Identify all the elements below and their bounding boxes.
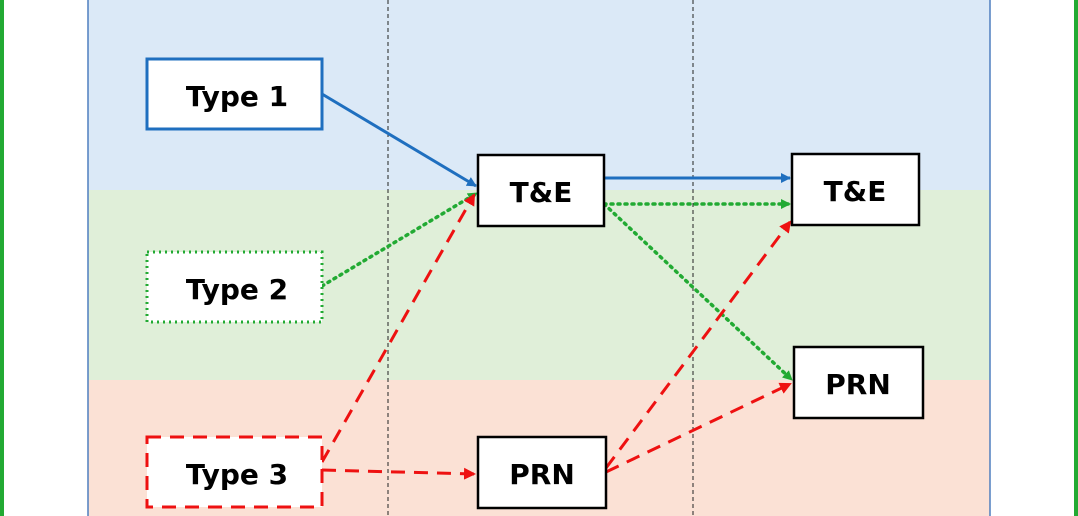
arrow-type1-to-te	[321, 92, 477, 188]
node-te-mid-label: T&E	[510, 176, 573, 209]
node-prn-right: PRN	[792, 345, 925, 420]
node-type3: Type 3	[145, 435, 324, 509]
node-te-right-label: T&E	[824, 175, 887, 208]
node-prn-right-label: PRN	[825, 368, 891, 401]
node-prn-mid-label: PRN	[509, 458, 575, 491]
node-type2: Type 2	[145, 250, 324, 324]
node-te-mid: T&E	[476, 153, 606, 228]
arrow-prn-to-te	[604, 220, 792, 469]
arrow-type3-to-prn	[321, 467, 476, 480]
node-type1-label: Type 1	[186, 80, 288, 113]
node-type3-label: Type 3	[186, 458, 288, 491]
arrow-te-to-prn-green	[602, 202, 794, 382]
node-type2-label: Type 2	[186, 273, 288, 306]
node-te-right: T&E	[790, 152, 921, 227]
arrow-prn-to-prn	[605, 382, 792, 474]
node-prn-mid: PRN	[476, 435, 608, 510]
arrow-type3-to-te	[320, 193, 476, 463]
node-type1: Type 1	[145, 57, 324, 131]
arrow-type2-to-te	[320, 191, 479, 288]
